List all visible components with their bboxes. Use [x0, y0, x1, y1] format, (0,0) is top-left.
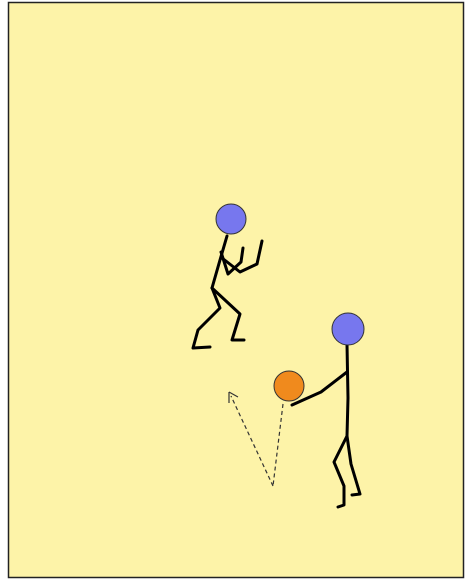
- court-area: [9, 3, 464, 578]
- player-b-head: [332, 313, 364, 345]
- ball-icon: [274, 371, 304, 401]
- player-a-head: [216, 204, 246, 234]
- player-b-torso: [347, 344, 348, 436]
